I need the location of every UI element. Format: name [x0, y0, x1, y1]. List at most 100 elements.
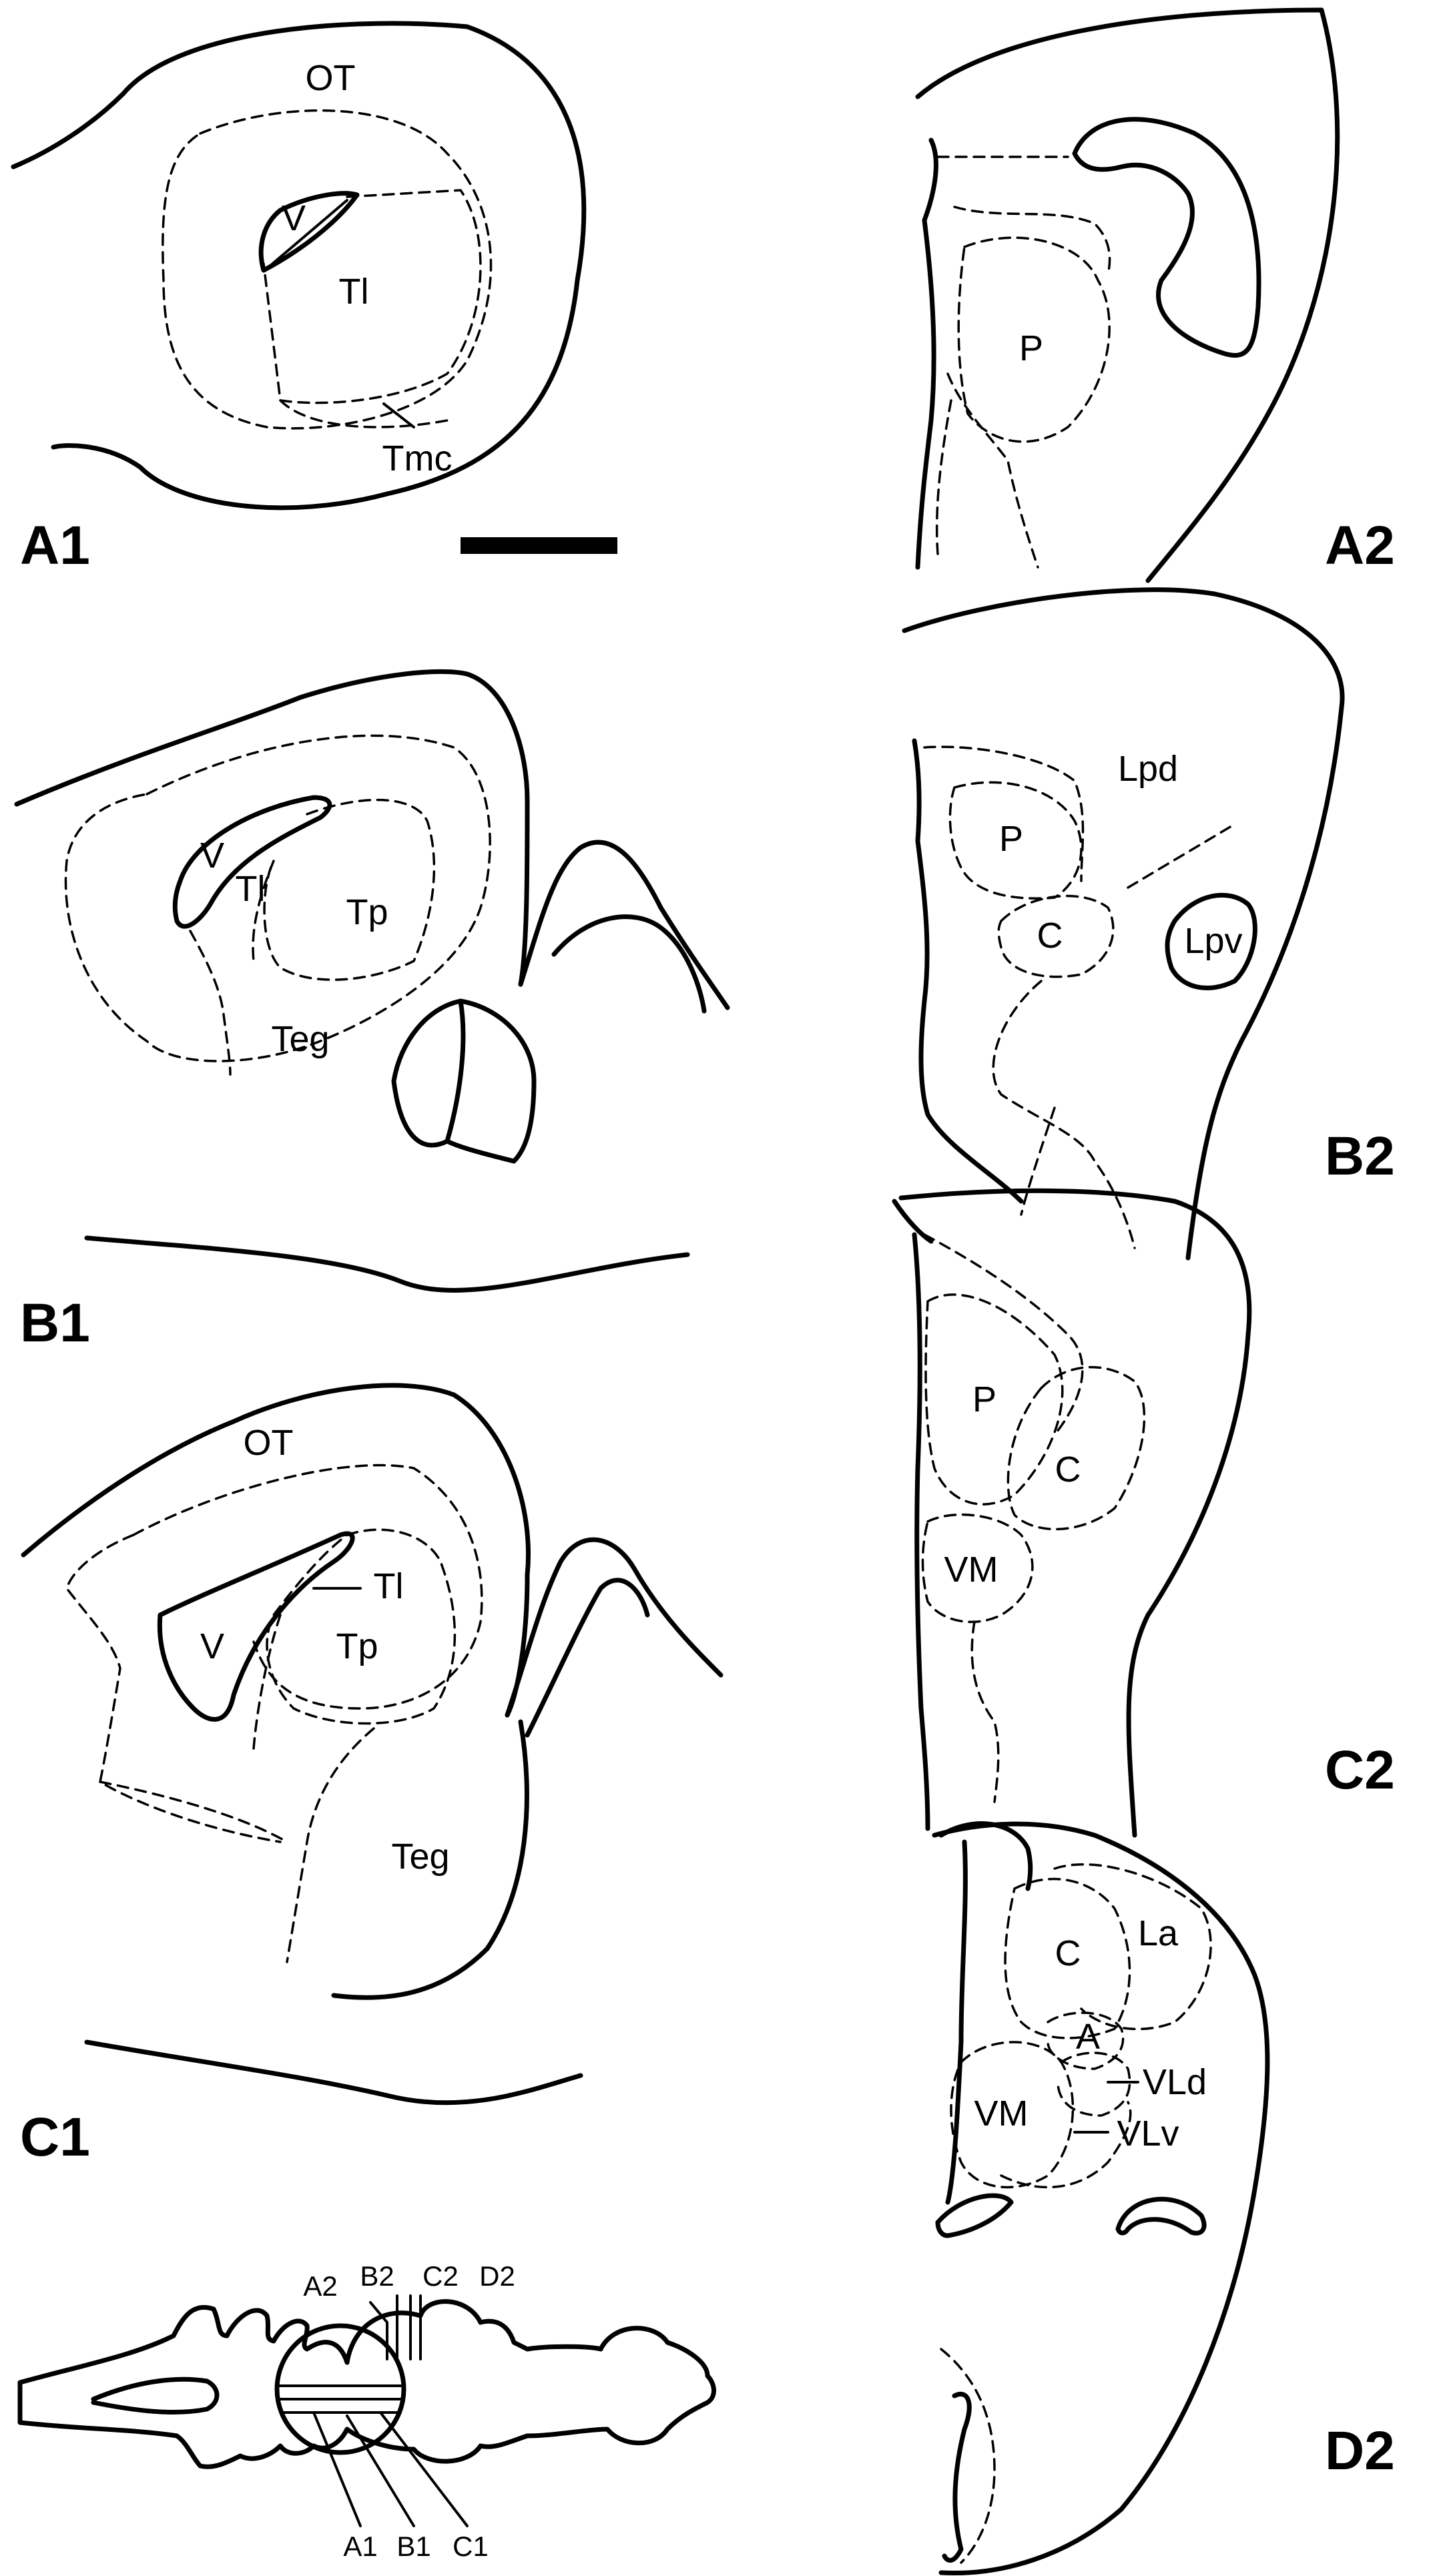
b2-label-lpd: Lpd: [1118, 749, 1178, 789]
panel-label-c2: C2: [1325, 1740, 1395, 1801]
c2-label-c: C: [1055, 1450, 1081, 1490]
b1-label-tp: Tp: [346, 892, 388, 932]
brain-schematic: A2 B2 C2 D2 A1 B1 C1: [17, 2260, 716, 2562]
brain-midline: [91, 2376, 220, 2414]
b1-ot-boundary: [64, 734, 491, 1062]
d2-right-tract: [1115, 2196, 1207, 2236]
b1-label-teg: Teg: [271, 1019, 329, 1059]
brain-label-d2: D2: [479, 2260, 515, 2292]
c1-label-tl: Tl: [374, 1566, 404, 1606]
d2-lower-fold: [942, 2392, 972, 2563]
section-c1: OT V Tl Tp Teg C1: [20, 1383, 724, 2168]
panel-label-a1: A1: [20, 515, 90, 576]
b2-label-lpv: Lpv: [1184, 921, 1242, 961]
brain-label-a2: A2: [303, 2270, 337, 2302]
b1-label-tl: Tl: [236, 869, 266, 909]
section-b1: V Tl Tp Teg B1: [14, 669, 730, 1353]
d2-dorsal-notch: [938, 1821, 1033, 1891]
c2-c-nucleus: [1006, 1365, 1146, 1531]
d2-label-c: C: [1055, 1933, 1081, 1973]
a1-ventricle-wall: [269, 199, 348, 267]
brain-label-c1: C1: [453, 2531, 489, 2562]
d2-label-vld: VLd: [1143, 2062, 1207, 2102]
c2-boundary-lower: [970, 1620, 1000, 1803]
b2-boundary-medial: [1020, 1106, 1056, 1216]
d2-label-vlv: VLv: [1117, 2114, 1179, 2154]
b1-tl-boundary: [189, 930, 232, 1076]
c2-label-p: P: [972, 1379, 996, 1419]
c1-label-v: V: [200, 1626, 224, 1666]
d2-left-edge: [945, 1839, 968, 2205]
panel-label-d2: D2: [1325, 2421, 1395, 2481]
b2-lpd-divider: [1127, 823, 1236, 889]
c1-ventral-edge: [84, 2039, 583, 2106]
b1-cerebellum-left: [391, 998, 466, 1148]
c2-p-nucleus: [924, 1293, 1064, 1506]
section-c2: P C VM C2: [892, 1188, 1395, 1838]
c1-fold-outer: [505, 1537, 724, 1718]
c2-label-vm: VM: [944, 1550, 998, 1590]
a2-ventricle-fold: [1072, 117, 1261, 358]
brain-label-a1: A1: [343, 2531, 377, 2562]
scale-bar: [461, 537, 617, 554]
b1-section-outline: [14, 669, 530, 987]
b2-left-edge: [912, 738, 1024, 1204]
c1-label-teg: Teg: [391, 1837, 449, 1877]
b2-lpv-nucleus: [1165, 892, 1257, 990]
b2-boundary-upper: [923, 745, 1085, 882]
brain-label-c2: C2: [422, 2260, 459, 2292]
c1-ot-boundary: [132, 1464, 483, 1710]
b2-boundary-lower: [992, 980, 1136, 1249]
leader-a1: [312, 2411, 362, 2527]
brain-outline: [17, 2299, 716, 2469]
a2-p-nucleus: [957, 236, 1111, 443]
a1-ventricle: [258, 191, 360, 273]
a2-label-p: P: [1019, 328, 1043, 368]
a2-boundary-left: [935, 399, 952, 555]
b1-fold-outer: [518, 840, 730, 1010]
b2-c-nucleus: [997, 894, 1115, 978]
a2-boundary-lower: [946, 372, 1039, 569]
panel-label-a2: A2: [1325, 515, 1395, 576]
c1-teg-outline: [331, 1719, 529, 2000]
b1-teg-boundary: [252, 860, 275, 962]
leader-a2: [369, 2301, 388, 2324]
section-b2: Lpd P C Lpv B2: [902, 587, 1395, 1261]
c1-label-tp: Tp: [336, 1626, 378, 1666]
a1-tl-boundary: [262, 189, 482, 404]
a1-label-tmc: Tmc: [382, 438, 453, 478]
c2-boundary-upper: [923, 1233, 1084, 1436]
brain-midbrain-hemisphere: [274, 2323, 406, 2455]
b1-cerebellum-right: [445, 998, 537, 1164]
a1-label-ot: OT: [306, 58, 356, 98]
b2-section-outline: [902, 587, 1345, 1261]
d2-label-vm: VM: [974, 2094, 1029, 2134]
b2-label-c: C: [1037, 916, 1063, 956]
b1-ventricle: [172, 795, 332, 929]
c2-section-outline: [898, 1188, 1252, 1838]
a2-left-edge: [915, 137, 938, 570]
d2-c-boundary: [1004, 1877, 1131, 2039]
section-d2: C La A VM VLd VLv D2: [932, 1821, 1395, 2576]
panel-label-c1: C1: [20, 2107, 90, 2168]
c1-teg-left: [99, 1781, 288, 1843]
a1-tmc-leader: [382, 402, 415, 428]
a1-label-v: V: [282, 198, 306, 238]
d2-label-la: La: [1138, 1913, 1179, 1953]
d2-vld-nucleus: [1057, 2051, 1131, 2117]
d2-left-tract: [935, 2193, 1014, 2238]
a2-boundary-mid: [953, 206, 1111, 275]
c1-outer-left: [65, 1534, 282, 1843]
b1-label-v: V: [200, 836, 224, 876]
b1-ventral-edge: [84, 1235, 690, 1293]
b1-tp-nucleus: [263, 798, 436, 981]
section-a2: P A2: [915, 7, 1395, 583]
c2-left-edge: [912, 1232, 930, 1831]
a1-tmc-boundary: [279, 399, 449, 428]
panel-label-b1: B1: [20, 1293, 90, 1353]
leader-b1: [346, 2414, 415, 2527]
d2-label-a: A: [1076, 2017, 1100, 2057]
d2-vm-nucleus: [950, 2041, 1075, 2189]
c2-top-flap: [892, 1199, 934, 1244]
